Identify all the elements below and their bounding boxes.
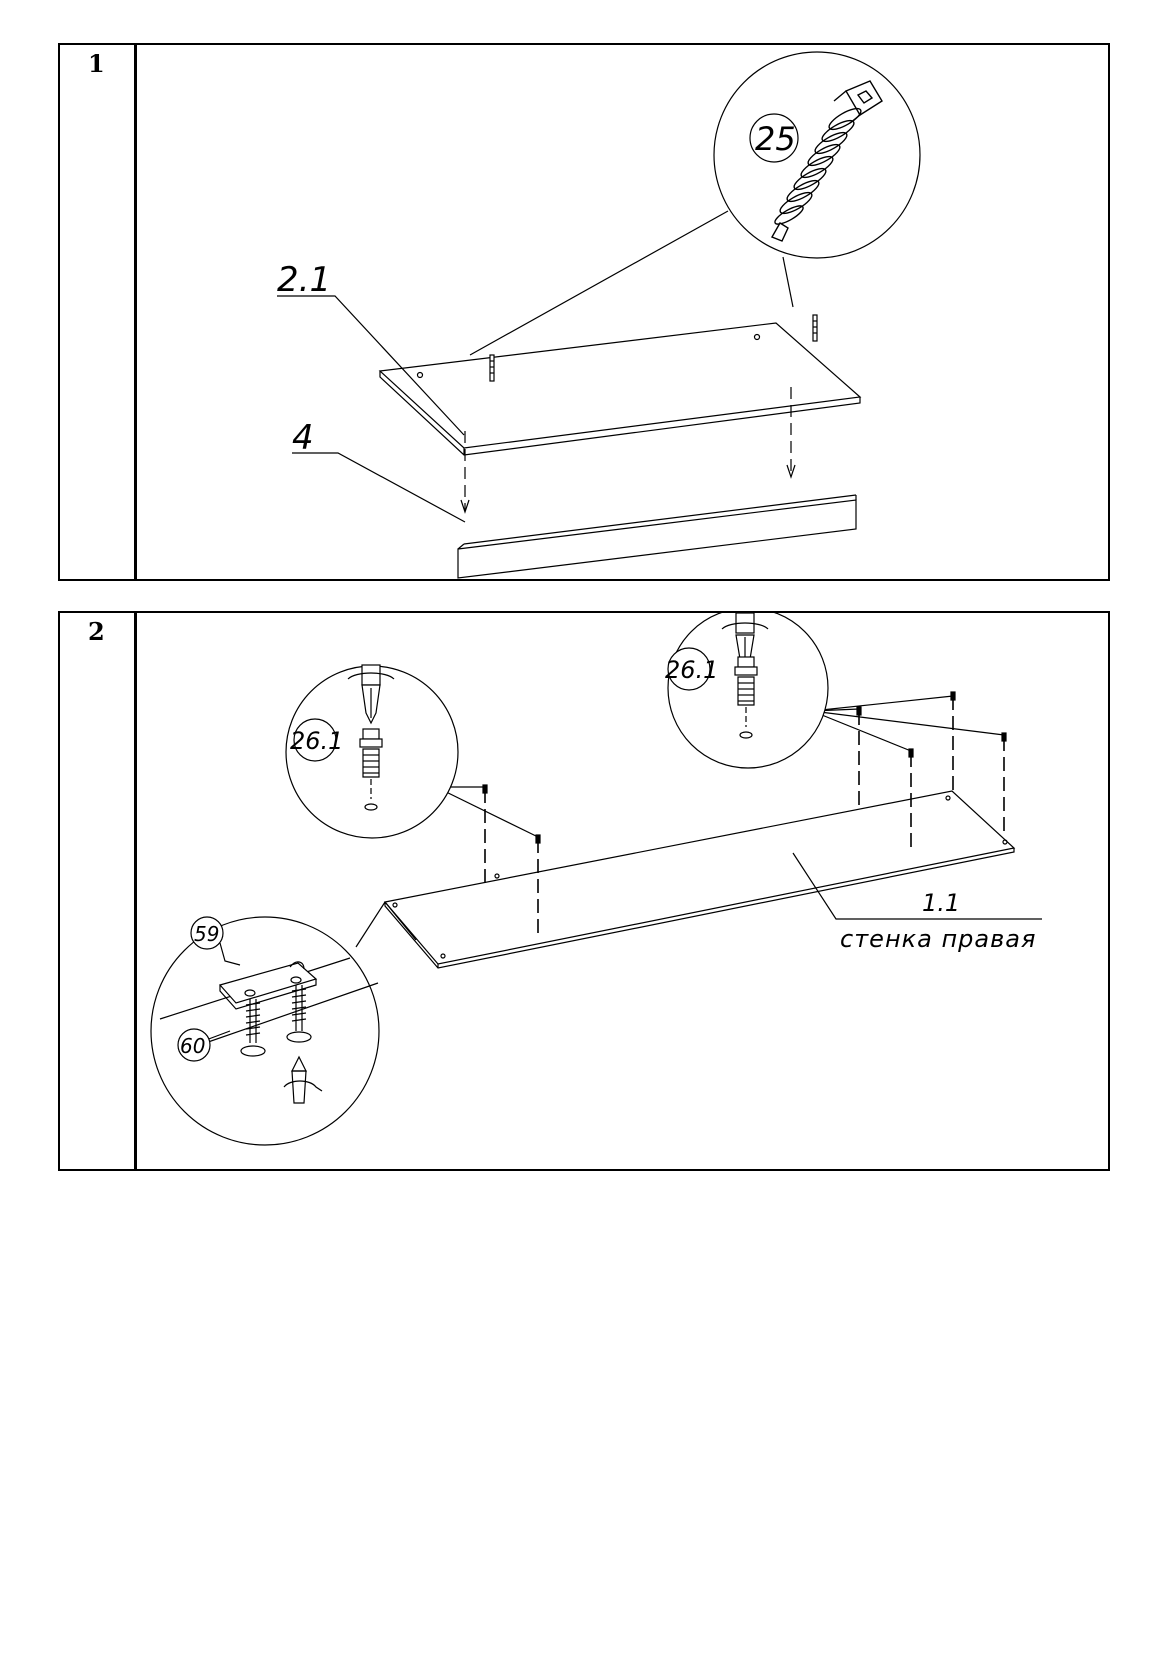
step-number: 2	[88, 617, 105, 646]
label-part-26-1-right: 26.1	[665, 656, 718, 684]
step-number: 1	[88, 49, 105, 78]
step-number-column: 2	[60, 613, 137, 1169]
plinth-4	[457, 494, 857, 579]
label-panel-number-1-1: 1.1	[922, 889, 960, 917]
screw-left	[489, 354, 495, 382]
step-1-panel: 1	[58, 43, 1110, 581]
label-part-25: 25	[755, 120, 796, 158]
step-2-drawing: 26.1 26.1 59 60 1.1 стенка правая	[150, 613, 1042, 1146]
part-callout-59	[190, 916, 224, 950]
callout-circle-bracket	[150, 916, 380, 1146]
cam-screw-detail	[770, 80, 883, 242]
part-callout-60	[177, 1028, 211, 1062]
label-panel-2-1: 2.1	[277, 260, 331, 300]
screwdriver-detail-left	[347, 664, 395, 811]
step-2-panel: 2	[58, 611, 1110, 1171]
label-panel-name: стенка правая	[840, 925, 1036, 953]
label-plinth-4: 4	[292, 418, 314, 458]
part-callout-26-1-left	[293, 718, 337, 762]
screw-60-detail	[240, 985, 323, 1104]
part-callout-25	[749, 113, 799, 163]
bracket-59-detail	[159, 957, 379, 1050]
label-part-59: 59	[194, 922, 219, 946]
step-1-drawing: 2.1 4 25	[277, 51, 921, 579]
step-number-column: 1	[60, 45, 137, 579]
label-part-26-1-left: 26.1	[290, 727, 343, 755]
side-panel-1-1	[383, 790, 1016, 969]
callout-circle-25	[713, 51, 921, 259]
screw-right	[812, 314, 818, 342]
screwdriver-detail-right	[721, 613, 769, 739]
shelf-2-1	[378, 322, 862, 456]
part-callout-26-1-right	[667, 647, 711, 691]
label-part-60: 60	[180, 1034, 205, 1058]
